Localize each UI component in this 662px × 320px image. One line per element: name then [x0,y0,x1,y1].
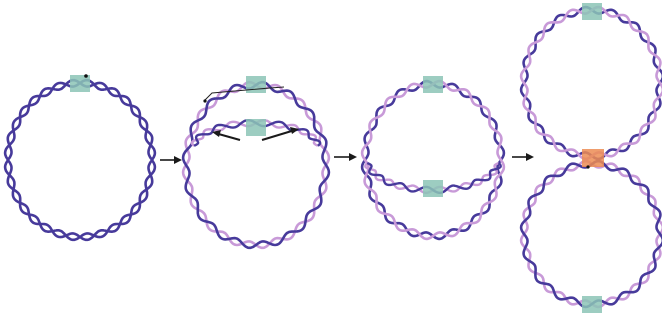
stage-parental-plasmid [5,74,155,240]
strand-light [5,80,155,240]
strand-light [362,81,504,239]
origin-box [246,76,266,93]
plasmid-ring [5,80,155,240]
plasmid-ring [362,81,504,239]
strand-dark [5,80,155,240]
step-arrow [160,156,182,164]
step-arrow [512,153,534,161]
highlight-box [582,149,604,167]
arrow-head [349,153,357,161]
daughter-ring-top [521,7,662,159]
step-arrow [334,153,357,161]
origin-dot [84,74,88,78]
origin-box [246,119,266,136]
stage-daughter-plasmids [521,3,662,313]
junction-dot [586,165,589,168]
arrow-head [526,153,534,161]
daughter-ring-bottom [521,161,662,307]
strand-dark [183,82,329,248]
arrow-head [174,156,182,164]
plasmid-ring [183,82,329,248]
origin-box [582,296,602,313]
primer-dot [203,99,206,102]
stage-replication-bubble [183,76,329,248]
stage-late-replication [362,76,504,239]
origin-box [423,180,443,197]
strand-light [183,82,329,248]
strand-dark [362,81,504,239]
fork-arrow-right [262,130,295,140]
origin-box [70,75,90,92]
origin-box [582,3,602,20]
origin-box [423,76,443,93]
